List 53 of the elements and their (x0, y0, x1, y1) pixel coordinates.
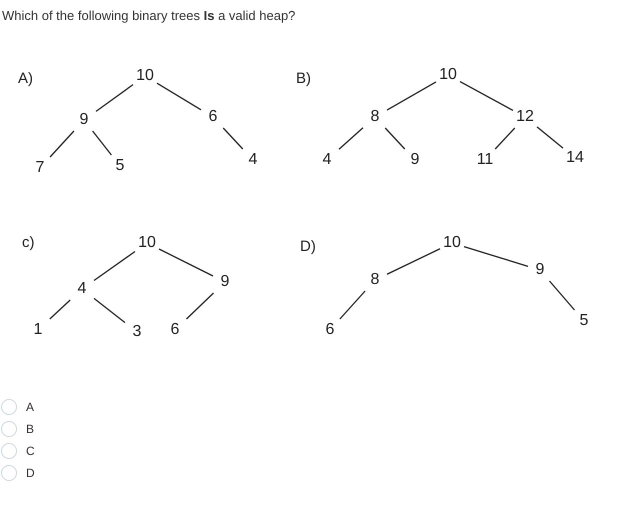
tree-edge (156, 82, 202, 110)
tree-node-value: 3 (125, 321, 149, 343)
tree-node-value: 6 (201, 106, 225, 128)
option-label: A (26, 401, 34, 413)
tree-edge (94, 298, 126, 324)
tree-node-value: 9 (528, 259, 552, 281)
tree-node-value: 11 (473, 149, 497, 171)
tree-node-value: 5 (572, 310, 596, 332)
tree-node-value: 4 (70, 278, 94, 300)
tree-node-value: 14 (563, 147, 587, 169)
tree-label: A) (18, 69, 33, 89)
tree-edge (384, 128, 406, 150)
tree-edge (386, 248, 440, 275)
tree-edge (339, 290, 366, 320)
tree-node-value: 10 (133, 65, 157, 87)
tree-node-value: 7 (28, 157, 52, 179)
tree-edge (338, 127, 364, 150)
tree-node-value: 9 (72, 109, 96, 131)
tree-edge (49, 300, 71, 320)
tree-node-value: 6 (163, 319, 187, 341)
tree-edge (158, 248, 214, 277)
question-text: Which of the following binary trees Is a valid heap? (2, 7, 296, 25)
tree-edge (222, 128, 244, 150)
tree-edge (50, 130, 74, 158)
tree-node-value: 10 (436, 64, 460, 86)
tree-node-value: 5 (108, 155, 132, 177)
tree-edge (460, 80, 514, 112)
tree-node-value: 4 (241, 149, 265, 171)
tree-edge (186, 292, 214, 320)
tree-node-value: 4 (315, 149, 339, 171)
option-label: D (26, 467, 35, 479)
option-label: B (26, 423, 34, 435)
tree-node-value: 1 (26, 319, 50, 341)
tree-edge (96, 84, 134, 112)
tree-node-value: 12 (513, 106, 537, 128)
tree-edge (494, 128, 516, 150)
tree-node-value: 10 (135, 232, 159, 254)
tree-node-value: 8 (363, 106, 387, 128)
option-label: C (26, 445, 35, 457)
tree-label: c) (22, 233, 34, 253)
tree-edge (536, 126, 564, 149)
tree-edge (94, 250, 136, 282)
tree-edge (92, 130, 112, 156)
tree-label: D) (300, 237, 316, 257)
tree-edge (464, 246, 528, 267)
tree-node-value: 9 (403, 149, 427, 171)
tree-node-value: 9 (213, 271, 237, 293)
tree-node-value: 10 (440, 232, 464, 254)
tree-edge (549, 280, 575, 310)
tree-node-value: 8 (363, 269, 387, 291)
tree-edge (386, 81, 436, 111)
tree-label: B) (296, 69, 311, 89)
tree-node-value: 6 (318, 319, 342, 341)
